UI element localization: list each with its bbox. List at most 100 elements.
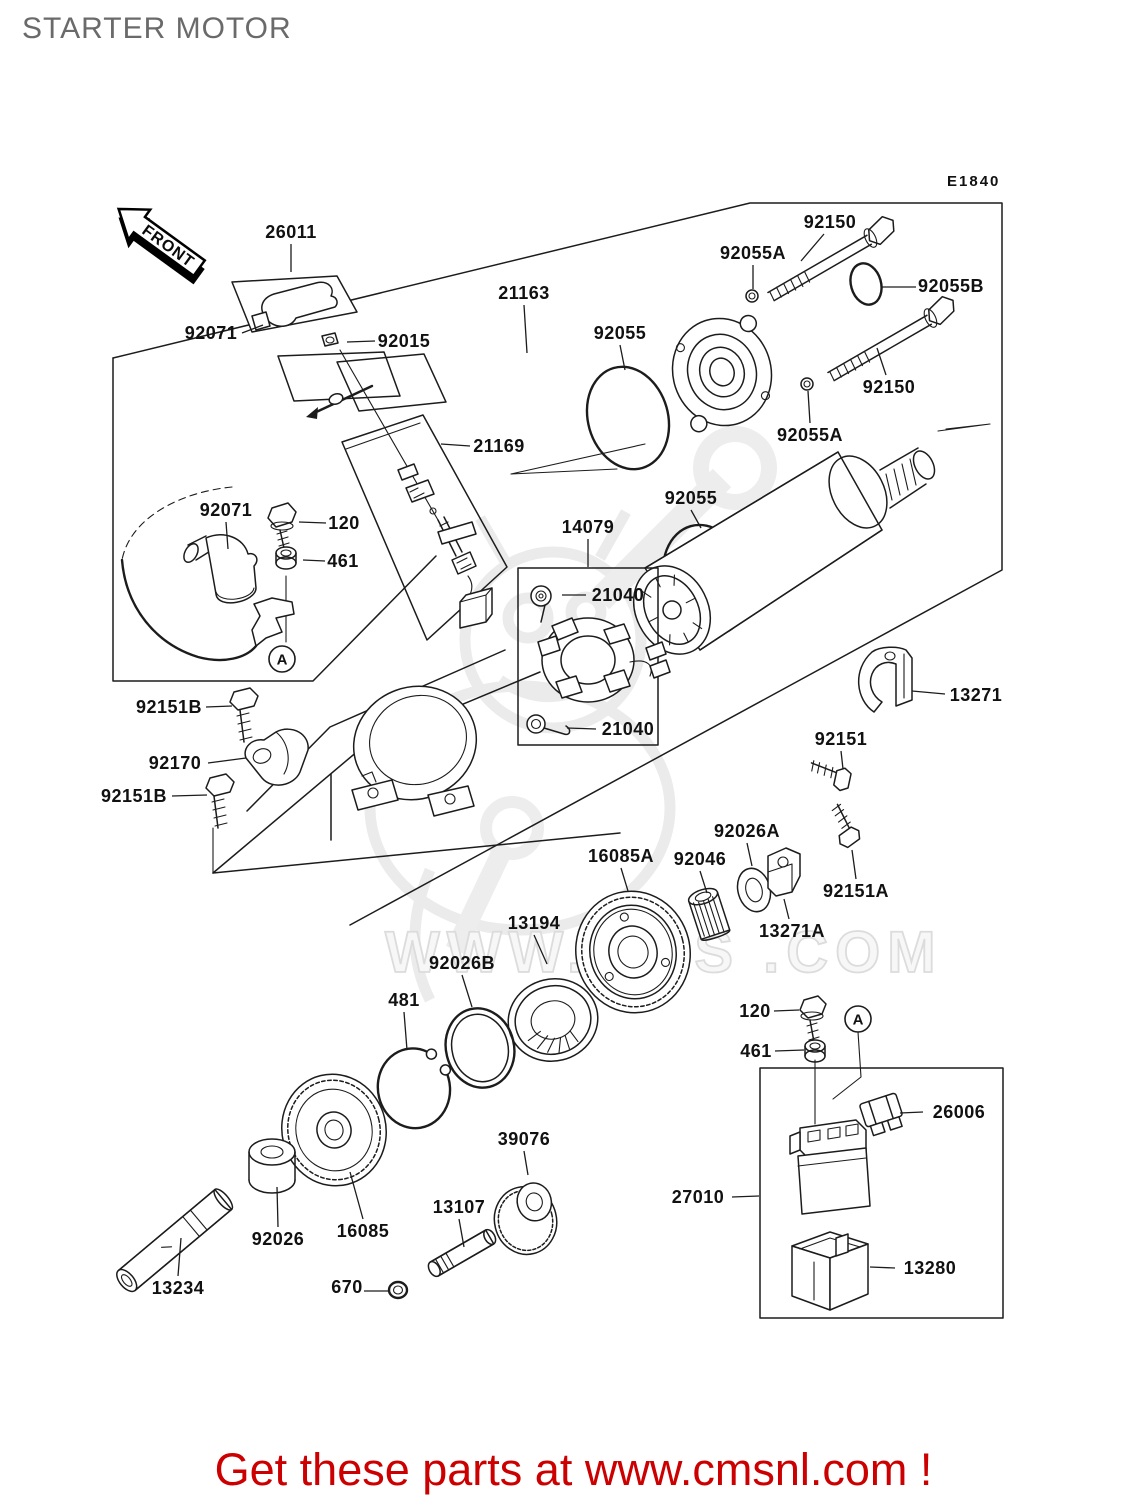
leader-line-39076 (523, 1150, 529, 1176)
part-label-92151: 92151 (815, 729, 868, 749)
part-label-21163: 21163 (498, 283, 550, 303)
part-label-13280: 13280 (904, 1258, 957, 1278)
part-label-92150: 92150 (863, 377, 916, 397)
part-16085-drawing (281, 1073, 387, 1187)
leader-line-92046 (699, 870, 708, 894)
leader-line-21163 (523, 304, 528, 354)
leader-line-92055A (807, 390, 811, 424)
part-label-92055B: 92055B (918, 276, 984, 296)
part-13280-drawing (791, 1231, 869, 1311)
part-label-92150: 92150 (804, 212, 857, 232)
part-label-13194: 13194 (508, 913, 561, 933)
part-21040-top-spring (530, 585, 552, 623)
part-92071-boot-drawing (120, 486, 295, 662)
leader-line-13234 (177, 1237, 182, 1277)
leader-line-92151 (840, 750, 844, 770)
part-92151-bolts-drawing (810, 760, 861, 849)
leader-line-92026A (746, 842, 753, 867)
leader-line-92026 (276, 1186, 279, 1228)
part-92046-drawing (687, 887, 731, 941)
leader-line-92071 (225, 521, 229, 550)
part-label-39076: 39076 (498, 1129, 551, 1149)
leader-line-92151B (205, 705, 233, 708)
leader-line-21040 (566, 727, 597, 730)
part-481-drawing (376, 1047, 452, 1130)
brush-holder-plate (537, 617, 671, 703)
part-label-21169: 21169 (473, 436, 525, 456)
leader-line-21169 (440, 443, 471, 447)
part-label-92015: 92015 (378, 331, 431, 351)
svg-text:A: A (277, 652, 288, 669)
part-label-26006: 26006 (933, 1102, 986, 1122)
part-label-92055: 92055 (665, 488, 718, 508)
part-13107-drawing (427, 1228, 497, 1278)
part-mount-bracket-drawing (351, 685, 478, 817)
front-arrow: FRONT (116, 207, 207, 285)
part-13271A-drawing (767, 847, 801, 897)
part-16085A-drawing (575, 890, 691, 1014)
part-92151B-92170-drawing (205, 687, 309, 874)
part-label-92055: 92055 (594, 323, 647, 343)
part-92015-drawing (321, 332, 339, 347)
part-label-92151A: 92151A (823, 881, 889, 901)
leader-line-92071 (241, 324, 264, 334)
part-label-461: 461 (740, 1041, 772, 1061)
part-label-92170: 92170 (149, 753, 202, 773)
leader-lines-layer (171, 233, 946, 1292)
part-label-13271: 13271 (950, 685, 1003, 705)
part-92026-drawing (248, 1138, 296, 1194)
diagram-code: E1840 (947, 173, 1000, 190)
callout-layer: AA (268, 645, 872, 1033)
part-21169-drawing (341, 414, 508, 641)
part-label-13107: 13107 (433, 1197, 486, 1217)
part-92150-bolts-drawing (767, 215, 955, 382)
part-label-16085: 16085 (337, 1221, 390, 1241)
part-label-92055A: 92055A (777, 425, 843, 445)
part-label-92026A: 92026A (714, 821, 780, 841)
view-callout-a: A (268, 645, 296, 673)
part-label-120: 120 (739, 1001, 771, 1021)
part-label-92046: 92046 (674, 849, 727, 869)
part-label-92151B: 92151B (101, 786, 167, 806)
part-label-92071: 92071 (200, 500, 253, 520)
part-label-92026: 92026 (252, 1229, 305, 1249)
part-label-26011: 26011 (265, 222, 317, 242)
page-title: STARTER MOTOR (22, 12, 292, 45)
part-92026B-drawing (444, 1007, 516, 1089)
part-21040-bottom-spring (526, 714, 571, 736)
leader-line-92150 (800, 233, 825, 262)
leader-line-120 (773, 1009, 800, 1012)
part-14079-drawing (517, 567, 671, 746)
leader-line-16085A (620, 867, 629, 892)
leader-line-13280 (869, 1266, 896, 1269)
part-cover-plates-drawing (277, 351, 447, 419)
leader-line-92150 (876, 347, 887, 376)
part-label-16085A: 16085A (588, 846, 654, 866)
part-label-14079: 14079 (562, 517, 615, 537)
leader-line-92151A (851, 849, 857, 880)
part-label-92071: 92071 (185, 323, 238, 343)
part-label-21040: 21040 (592, 585, 645, 605)
part-label-92151B: 92151B (136, 697, 202, 717)
leader-line-13194 (533, 934, 548, 965)
part-13194-drawing (507, 978, 599, 1062)
leader-line-13107 (458, 1218, 465, 1248)
part-670-drawing (387, 1280, 409, 1300)
part-26011-drawing (231, 275, 358, 333)
svg-text:A: A (853, 1012, 864, 1029)
part-end-cover-drawing (671, 314, 773, 433)
leader-line-120 (298, 521, 327, 524)
part-label-120: 120 (328, 513, 360, 533)
leader-line-13271 (911, 690, 946, 695)
part-label-92026B: 92026B (429, 953, 495, 973)
leader-line-92055 (619, 344, 626, 371)
part-label-13271A: 13271A (759, 921, 825, 941)
part-label-461: 461 (327, 551, 359, 571)
part-starter-relay-drawing (789, 1119, 871, 1215)
leader-line-461 (774, 1049, 805, 1052)
part-label-21040: 21040 (602, 719, 655, 739)
part-label-92055A: 92055A (720, 243, 786, 263)
